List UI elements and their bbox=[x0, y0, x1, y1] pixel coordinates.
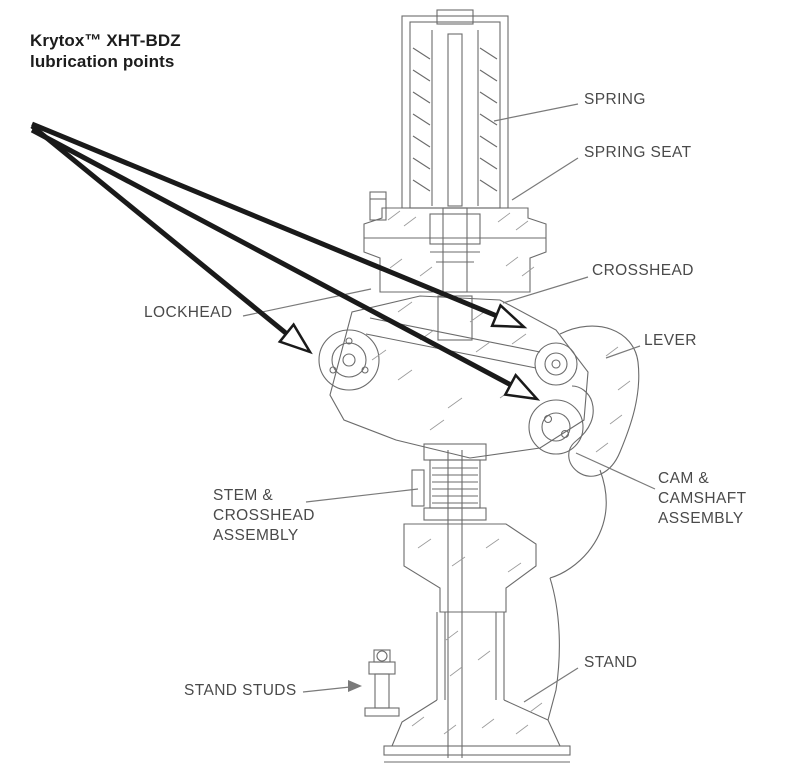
diagram-title: Krytox™ XHT-BDZ lubrication points bbox=[30, 31, 181, 72]
leader-stand bbox=[523, 667, 579, 703]
leader-stand-studs-arrowhead bbox=[348, 680, 362, 692]
label-stand-studs: STAND STUDS bbox=[184, 682, 297, 699]
leader-lockhead bbox=[242, 288, 372, 317]
lower-body-part bbox=[403, 523, 537, 613]
label-spring-seat: SPRING SEAT bbox=[584, 144, 692, 161]
valve-assembly-drawing bbox=[318, 9, 640, 763]
label-crosshead: CROSSHEAD bbox=[592, 262, 694, 279]
spring-seat-part bbox=[363, 191, 547, 293]
label-stand: STAND bbox=[584, 654, 638, 671]
leader-stand-studs bbox=[302, 686, 351, 693]
lubrication-arrowhead-lockhead bbox=[277, 322, 313, 355]
lever-pivot-boss bbox=[534, 342, 578, 386]
stem-packing-part bbox=[411, 443, 487, 758]
label-stem-crosshead-assembly: STEM & CROSSHEAD ASSEMBLY bbox=[213, 487, 315, 544]
cam-part bbox=[528, 399, 584, 455]
label-lockhead: LOCKHEAD bbox=[144, 304, 233, 321]
lubrication-arrow-line-pivot bbox=[31, 121, 498, 319]
leader-crosshead bbox=[502, 276, 589, 304]
stand-studs-part bbox=[364, 649, 400, 717]
spring-part bbox=[401, 9, 509, 209]
lever-part bbox=[547, 325, 640, 721]
label-spring: SPRING bbox=[584, 91, 646, 108]
lockhead-boss bbox=[318, 329, 380, 391]
leader-spring-seat bbox=[511, 157, 579, 201]
leader-lines bbox=[242, 103, 656, 703]
lubrication-arrowhead-pivot bbox=[490, 303, 528, 329]
leader-lever bbox=[605, 345, 641, 359]
lubrication-arrow-line-lockhead bbox=[30, 124, 289, 336]
label-lever: LEVER bbox=[644, 332, 697, 349]
leader-cam bbox=[575, 452, 656, 490]
leader-spring bbox=[493, 103, 579, 122]
lubrication-arrows bbox=[30, 121, 541, 401]
crosshead-body-part bbox=[329, 295, 589, 459]
stand-part bbox=[383, 612, 571, 763]
label-cam-camshaft-assembly: CAM & CAMSHAFT ASSEMBLY bbox=[658, 470, 747, 527]
hatch-texture bbox=[371, 210, 631, 735]
leader-stem bbox=[305, 488, 419, 503]
lubrication-arrowhead-cam bbox=[503, 373, 541, 401]
lubrication-arrow-line-cam bbox=[30, 127, 513, 388]
